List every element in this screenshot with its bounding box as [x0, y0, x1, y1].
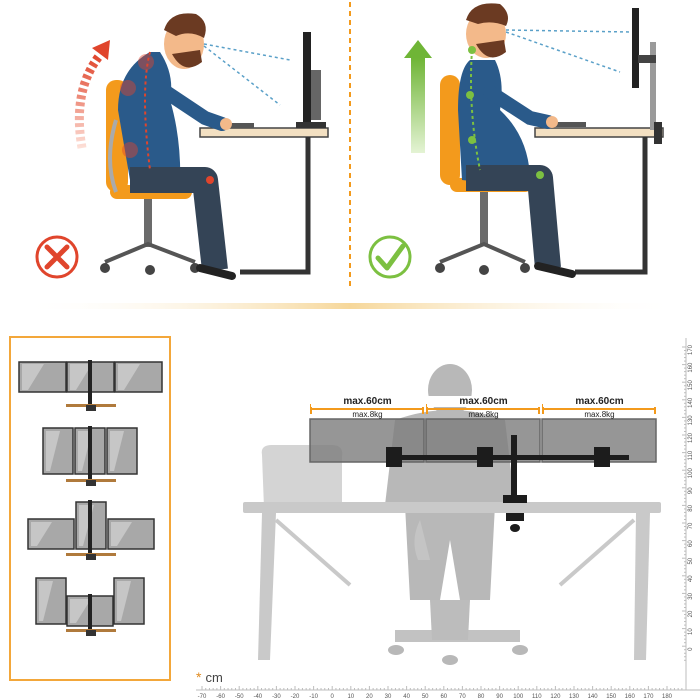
ruler-x-label: 20	[366, 694, 373, 700]
ruler-x-label: 100	[513, 694, 524, 700]
ruler-y-label: 10	[688, 628, 694, 635]
ruler-y-label: 50	[688, 557, 694, 564]
ruler-y-label: 140	[688, 397, 694, 408]
ruler-y-label: 80	[688, 504, 694, 511]
ruler-y-label: 110	[688, 450, 694, 460]
ruler-y-label: 20	[688, 610, 694, 617]
ruler-x-label: 110	[532, 694, 542, 700]
good-person	[458, 3, 576, 278]
unit-star: *	[196, 669, 202, 685]
layout-options-panel	[9, 336, 171, 681]
monitor-mount	[386, 435, 629, 532]
ruler-y-label: 130	[688, 415, 694, 426]
bad-monitor	[296, 32, 326, 128]
good-monitor	[632, 8, 662, 144]
monitor-2-width-label: max.60cm	[427, 396, 540, 407]
good-sightline	[505, 29, 631, 73]
ruler-x-label: 150	[606, 694, 617, 700]
horizontal-ruler: -70 -60 -50 -40 -30 -20 -10 0 10 20 30 40 50 60 70 80 90…	[196, 686, 700, 700]
good-posture-scene	[368, 3, 664, 279]
ruler-x-label: -50	[235, 694, 244, 700]
dimension-diagram	[243, 364, 661, 665]
ruler-x-label: 170	[643, 694, 654, 700]
monitor-1-width-label: max.60cm	[311, 396, 424, 407]
ruler-y-label: 90	[688, 487, 694, 494]
bad-person	[118, 13, 236, 280]
monitor-3-weight-label: max.8kg	[584, 410, 615, 419]
vertical-ruler: 1701601501401301201101009080706050403020…	[682, 338, 694, 690]
ruler-y-label: 150	[688, 380, 694, 391]
ruler-x-label: -20	[291, 694, 300, 700]
ruler-x-label: 0	[331, 694, 335, 700]
layout-three-vertical	[42, 426, 138, 486]
ruler-x-label: 80	[478, 694, 485, 700]
ruler-y-label: 60	[688, 540, 694, 547]
ruler-x-label: 70	[459, 694, 466, 700]
bad-posture-scene	[35, 13, 329, 280]
ruler-x-label: 160	[625, 694, 636, 700]
bad-desk	[199, 127, 329, 275]
ruler-x-label: -40	[253, 694, 262, 700]
ruler-x-label: 60	[440, 694, 447, 700]
good-desk	[534, 127, 664, 275]
ruler-y-label: 170	[688, 344, 694, 355]
good-posture-arrow-icon	[404, 40, 432, 153]
ruler-x-label: 180	[662, 694, 673, 700]
bad-keyboard	[212, 123, 254, 128]
ruler-x-label: 50	[422, 694, 429, 700]
monitor-1-weight-label: max.8kg	[352, 410, 383, 419]
ruler-y-label: 100	[688, 468, 694, 479]
unit-text: cm	[205, 670, 223, 685]
ruler-x-label: -30	[272, 694, 281, 700]
ruler-x-label: 30	[385, 694, 392, 700]
ruler-x-label: 130	[569, 694, 580, 700]
desk-silhouette	[243, 502, 661, 660]
ruler-x-label: 120	[550, 694, 561, 700]
ruler-y-label: 70	[688, 522, 694, 529]
ruler-x-label: -70	[198, 694, 207, 700]
unit-label: *cm	[196, 669, 223, 685]
section-divider	[20, 303, 680, 309]
cross-icon	[35, 235, 79, 279]
ruler-y-label: 160	[688, 362, 694, 373]
layout-three-horizontal	[18, 360, 163, 411]
bad-sightline	[203, 43, 291, 106]
ruler-y-label: 30	[688, 592, 694, 599]
monitor-3-width-label: max.60cm	[543, 396, 656, 407]
check-icon	[368, 235, 412, 279]
good-keyboard	[548, 122, 586, 127]
ruler-x-label: -10	[309, 694, 318, 700]
ruler-x-label: -60	[216, 694, 225, 700]
ruler-y-label: 0	[688, 647, 694, 651]
monitor-left	[309, 418, 425, 463]
ruler-x-label: 10	[347, 694, 354, 700]
layout-center-raised	[27, 500, 155, 560]
monitor-2-weight-label: max.8kg	[468, 410, 499, 419]
ruler-x-label: 40	[403, 694, 410, 700]
layout-center-lowered	[35, 577, 145, 636]
ruler-x-label: 140	[588, 694, 599, 700]
ruler-y-label: 120	[688, 432, 694, 443]
bad-posture-arrow-icon	[74, 40, 110, 149]
ruler-x-label: 90	[496, 694, 503, 700]
ruler-y-label: 40	[688, 575, 694, 582]
